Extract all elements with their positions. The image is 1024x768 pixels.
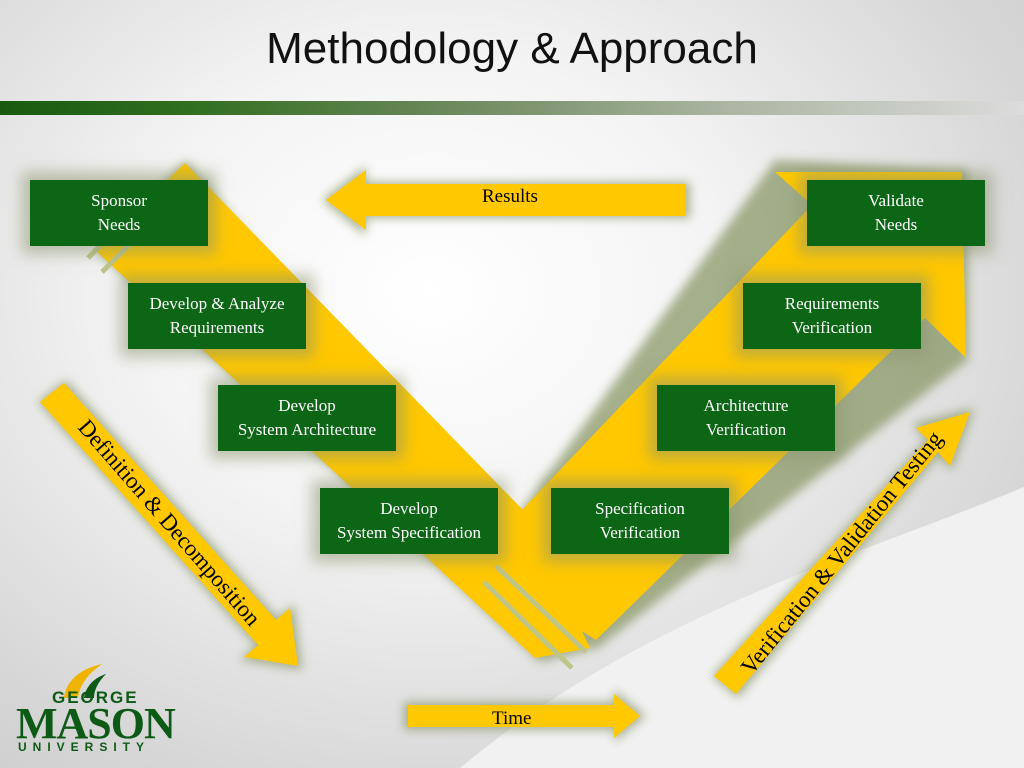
architecture-verification-label: Architecture Verification [703, 396, 789, 439]
verification-validation-arrow [712, 408, 974, 698]
develop-system-specification-box: Develop System Specification [320, 488, 498, 554]
specification-verification-box: Specification Verification [551, 488, 729, 554]
requirements-verification-label: Requirements Verification [784, 294, 880, 337]
title-divider-bar [0, 101, 1024, 115]
validate-needs-label: Validate Needs [868, 191, 924, 234]
develop-system-specification-label: Develop System Specification [336, 499, 481, 542]
slide-title: Methodology & Approach [266, 24, 758, 73]
requirements-verification-box: Requirements Verification [743, 283, 921, 349]
logo-line-george: GEORGE [52, 688, 139, 707]
architecture-verification-box: Architecture Verification [657, 385, 835, 451]
logo-line-university: UNIVERSITY [18, 740, 151, 754]
logo-line-mason: MASON [16, 699, 176, 748]
develop-system-architecture-label: Develop System Architecture [237, 396, 377, 439]
develop-system-architecture-box: Develop System Architecture [218, 385, 396, 451]
develop-analyze-requirements-label: Develop & Analyze Requirements [149, 294, 285, 337]
specification-verification-label: Specification Verification [595, 499, 685, 542]
flame-icon [64, 664, 106, 698]
corner-light-panel [460, 487, 1024, 768]
results-arrow [322, 166, 690, 236]
validate-needs-box: Validate Needs [807, 180, 985, 246]
definition-decomposition-arrow [38, 380, 302, 670]
time-arrow [404, 690, 646, 742]
sponsor-needs-box: Sponsor Needs [30, 180, 208, 246]
results-label: Results [482, 186, 538, 207]
time-label: Time [492, 708, 532, 729]
george-mason-logo: GEORGE MASON UNIVERSITY [14, 660, 176, 756]
sponsor-needs-label: Sponsor Needs [91, 191, 147, 234]
develop-analyze-requirements-box: Develop & Analyze Requirements [128, 283, 306, 349]
